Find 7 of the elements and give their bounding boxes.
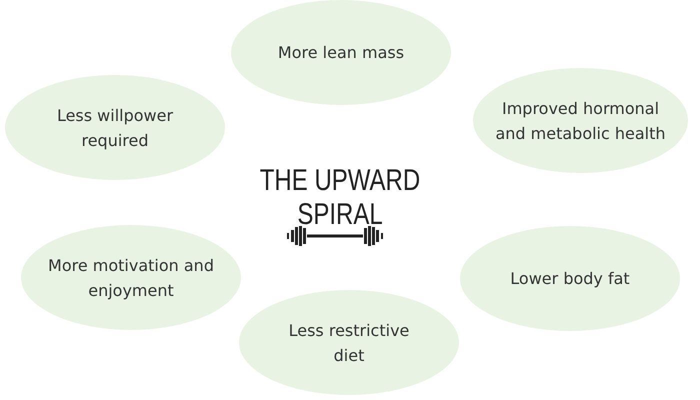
node-label: Less willpower required [56, 104, 174, 152]
node-label: Lower body fat [510, 268, 630, 290]
node-label: More lean mass [278, 42, 404, 64]
node-label: Improved hormonal and metabolic health [494, 98, 667, 144]
node-label: Less restrictive diet [288, 320, 410, 366]
node-label: More motivation and enjoyment [47, 254, 215, 302]
diagram-title: THE UPWARD SPIRAL [258, 164, 422, 232]
